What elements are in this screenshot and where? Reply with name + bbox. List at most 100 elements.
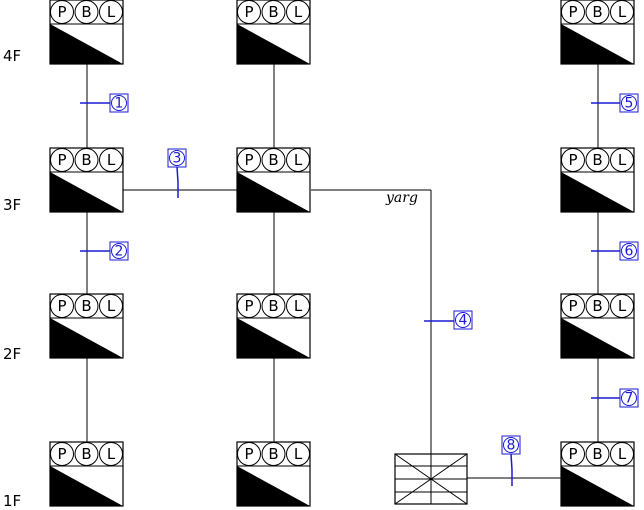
unit-label: L — [107, 151, 116, 169]
marker-2: 2 — [80, 241, 129, 261]
unit-circle — [261, 148, 286, 172]
floor-label-2f: 2F — [3, 345, 21, 363]
unit-label: L — [107, 297, 116, 315]
marker-box — [619, 93, 639, 113]
unit-circle — [261, 442, 286, 466]
marker-4: 4 — [424, 310, 473, 330]
connection-lines — [86, 64, 599, 479]
unit-circle — [561, 294, 585, 318]
floor-label-4f: 4F — [3, 47, 21, 65]
unit-circle — [99, 148, 123, 172]
unit-label: P — [57, 3, 66, 21]
unit-label: P — [568, 151, 577, 169]
unit-circle — [99, 0, 123, 24]
marker-8: 8 — [501, 435, 521, 486]
unit-label: P — [244, 3, 253, 21]
unit-label: L — [618, 445, 627, 463]
unit-label: P — [57, 445, 66, 463]
unit-label: L — [294, 445, 303, 463]
unit-circle — [610, 442, 634, 466]
floor-label-3f: 3F — [3, 196, 21, 214]
unit-label: B — [81, 297, 91, 315]
unit-circle — [50, 148, 74, 172]
unit-circle — [237, 294, 261, 318]
unit-label: B — [81, 3, 91, 21]
unit-circle — [610, 0, 634, 24]
floor-label-1f: 1F — [3, 492, 21, 510]
unit-label: B — [592, 3, 602, 21]
marker-number: 2 — [115, 244, 124, 260]
unit-circle — [561, 442, 585, 466]
marker-number: 3 — [173, 151, 182, 167]
unit-circle — [74, 0, 99, 24]
unit-label: B — [268, 297, 278, 315]
unit-label: L — [618, 3, 627, 21]
unit-circle — [585, 294, 610, 318]
unit-circle — [261, 294, 286, 318]
marker-6: 6 — [591, 241, 639, 261]
unit-label: P — [244, 151, 253, 169]
unit-circle — [561, 148, 585, 172]
unit-circle — [74, 294, 99, 318]
unit-label: L — [294, 151, 303, 169]
unit-label: P — [568, 3, 577, 21]
marker-box — [109, 241, 129, 261]
markers: 1 2 3 4 5 6 7 8 — [80, 93, 639, 486]
marker-number: 7 — [625, 391, 634, 407]
marker-5: 5 — [591, 93, 639, 113]
unit-label: P — [244, 297, 253, 315]
unit-circle — [74, 442, 99, 466]
unit-circle — [286, 0, 310, 24]
marker-box — [109, 93, 129, 113]
unit-circle — [561, 0, 585, 24]
marker-number: 4 — [459, 313, 468, 329]
marker-number: 6 — [625, 244, 634, 260]
unit-circle — [286, 148, 310, 172]
unit-circle — [99, 442, 123, 466]
marker-number: 1 — [115, 96, 124, 112]
unit-circle — [50, 294, 74, 318]
unit-label: B — [268, 3, 278, 21]
unit-label: L — [294, 3, 303, 21]
unit-circle — [585, 0, 610, 24]
unit-circle — [585, 442, 610, 466]
unit-circle — [237, 442, 261, 466]
marker-box — [501, 435, 521, 455]
unit-label: L — [107, 445, 116, 463]
junction-box-icon — [394, 453, 468, 505]
unit-label: P — [57, 151, 66, 169]
unit-label: B — [268, 445, 278, 463]
unit-circle — [74, 148, 99, 172]
marker-box — [619, 241, 639, 261]
unit-label: P — [568, 297, 577, 315]
unit-label: L — [618, 151, 627, 169]
marker-number: 8 — [507, 438, 516, 454]
unit-label: L — [294, 297, 303, 315]
unit-circle — [286, 442, 310, 466]
unit-label: L — [618, 297, 627, 315]
unit-circle — [286, 294, 310, 318]
unit-circle — [237, 148, 261, 172]
unit-circle — [50, 442, 74, 466]
unit-label: B — [81, 445, 91, 463]
unit-label: P — [244, 445, 253, 463]
unit-label: B — [268, 151, 278, 169]
unit-circle — [50, 0, 74, 24]
unit-circle — [99, 294, 123, 318]
unit-circle — [261, 0, 286, 24]
unit-circle — [610, 148, 634, 172]
unit-label: B — [592, 151, 602, 169]
marker-number: 5 — [625, 96, 634, 112]
unit-circle — [610, 294, 634, 318]
